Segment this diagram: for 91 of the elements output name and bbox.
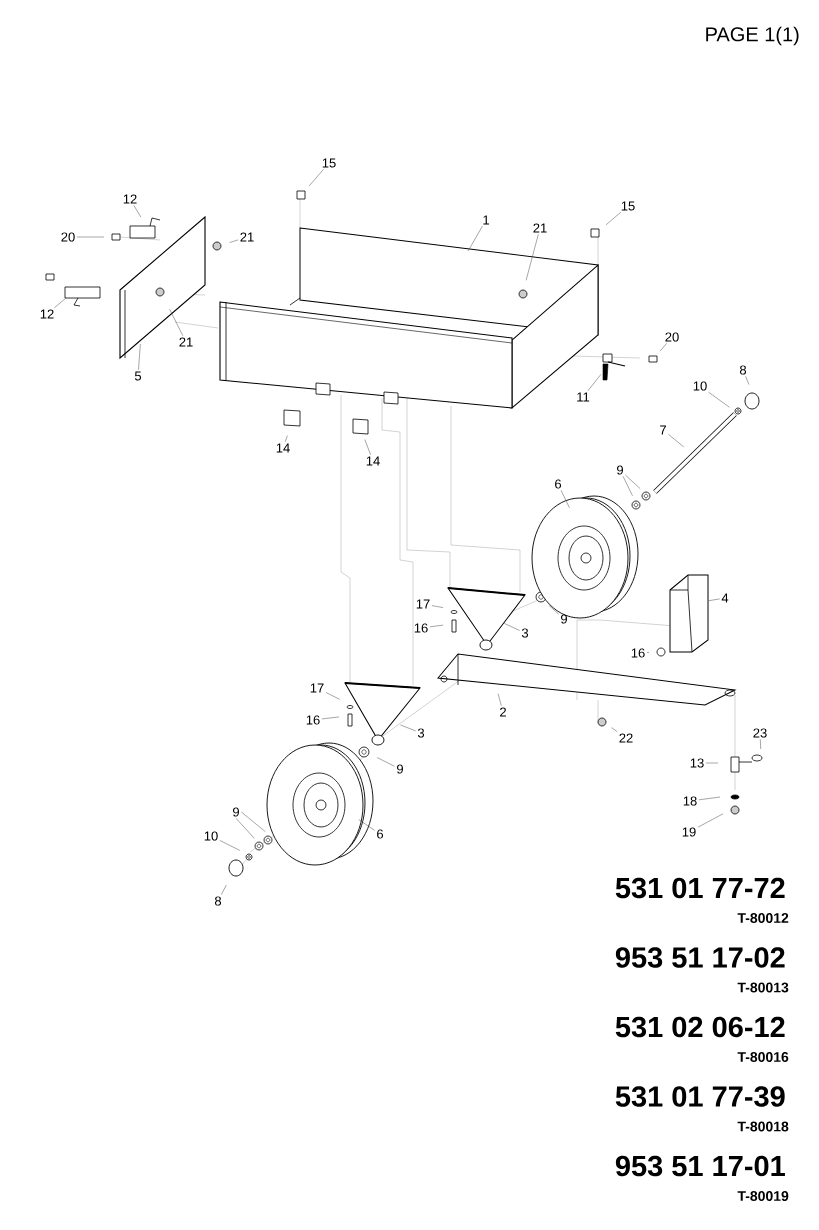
drawing-code: T-80018 xyxy=(737,1121,789,1132)
leader-line xyxy=(525,234,539,281)
part-number: 531 02 06-12 xyxy=(615,1016,785,1038)
callout-number: 4 xyxy=(721,593,729,603)
callout-number: 12 xyxy=(40,309,54,319)
leader-line xyxy=(364,439,371,456)
callout-number: 9 xyxy=(617,465,623,475)
callout-number: 16 xyxy=(631,648,645,658)
leader-line xyxy=(622,476,633,497)
callout-number: 7 xyxy=(660,425,666,435)
part-number: 953 51 17-02 xyxy=(615,947,785,968)
leader-line xyxy=(400,724,416,732)
callout-number: 6 xyxy=(555,479,562,489)
leader-line xyxy=(308,169,324,187)
leader-line xyxy=(504,623,520,631)
leader-line xyxy=(698,796,721,801)
leader-line xyxy=(54,297,67,308)
leader-line xyxy=(646,652,650,653)
leader-line xyxy=(705,762,719,764)
callout-number: 3 xyxy=(521,628,529,638)
leader-line xyxy=(133,205,142,218)
leader-line xyxy=(467,225,483,252)
callout-number: 15 xyxy=(621,201,635,211)
callout-number: 8 xyxy=(214,896,222,906)
callout-number: 16 xyxy=(306,715,320,725)
callout-number: 8 xyxy=(739,365,747,375)
callout-number: 17 xyxy=(416,599,430,609)
callout-number: 17 xyxy=(310,683,324,693)
leader-line xyxy=(321,716,340,720)
callout-number: 9 xyxy=(561,614,567,624)
leader-line xyxy=(760,739,761,750)
leader-line xyxy=(668,434,685,448)
callout-number: 15 xyxy=(322,158,336,168)
leader-line xyxy=(169,308,184,336)
callout-number: 20 xyxy=(61,232,75,242)
leader-line xyxy=(376,757,395,767)
callout-number: 11 xyxy=(577,392,590,402)
callout-number: 3 xyxy=(417,728,425,738)
callout-number: 6 xyxy=(377,829,384,839)
drawing-code: T-80016 xyxy=(737,1052,789,1062)
leader-line xyxy=(219,840,241,851)
callout-number: 21 xyxy=(179,337,193,347)
leader-line xyxy=(697,813,724,828)
callout-number: 21 xyxy=(240,232,254,242)
callout-number: 16 xyxy=(414,623,428,633)
leader-line xyxy=(221,884,227,895)
leader-line xyxy=(497,693,502,706)
part-number: 531 01 77-72 xyxy=(615,877,785,899)
leader-line xyxy=(138,343,141,370)
drawing-code: T-80012 xyxy=(737,913,789,923)
callout-number: 13 xyxy=(690,758,704,768)
leader-line xyxy=(587,374,602,392)
leader-line xyxy=(76,236,105,238)
leader-line xyxy=(431,605,444,608)
leader-line xyxy=(708,598,720,601)
leader-line xyxy=(605,212,621,226)
drawing-code: T-80019 xyxy=(737,1191,789,1201)
leader-line xyxy=(229,239,239,243)
leader-line xyxy=(235,818,255,839)
callout-number: 20 xyxy=(665,332,679,342)
callout-number: 10 xyxy=(204,831,218,841)
leader-line xyxy=(708,392,730,408)
callout-number: 5 xyxy=(134,371,142,381)
callout-number: 19 xyxy=(682,827,696,837)
callout-number: 18 xyxy=(683,796,697,806)
callout-number: 14 xyxy=(366,456,380,466)
leader-line xyxy=(284,435,288,443)
part-number: 953 51 17-01 xyxy=(615,1155,785,1177)
leader-line xyxy=(625,474,641,489)
part-number: 531 01 77-39 xyxy=(615,1086,785,1107)
callout-number: 12 xyxy=(123,194,137,204)
drawing-code: T-80013 xyxy=(737,982,789,993)
leader-line xyxy=(745,376,750,385)
leader-line xyxy=(659,343,667,352)
leader-line xyxy=(429,624,444,628)
callout-number: 21 xyxy=(533,223,547,233)
callout-number: 10 xyxy=(693,381,707,391)
leader-line xyxy=(611,727,618,732)
callout-number: 14 xyxy=(276,443,290,453)
callout-number: 9 xyxy=(233,807,239,817)
leader-line xyxy=(548,605,559,615)
leader-line xyxy=(358,819,375,831)
callout-number: 9 xyxy=(397,764,403,774)
leader-line xyxy=(560,490,570,509)
callout-number: 1 xyxy=(483,215,489,225)
callout-number: 2 xyxy=(500,707,506,717)
callout-number: 22 xyxy=(619,733,633,743)
leader-line xyxy=(325,692,341,700)
page-number: PAGE 1(1) xyxy=(706,26,799,46)
callout-number: 23 xyxy=(753,728,767,738)
leader-line xyxy=(241,811,266,832)
